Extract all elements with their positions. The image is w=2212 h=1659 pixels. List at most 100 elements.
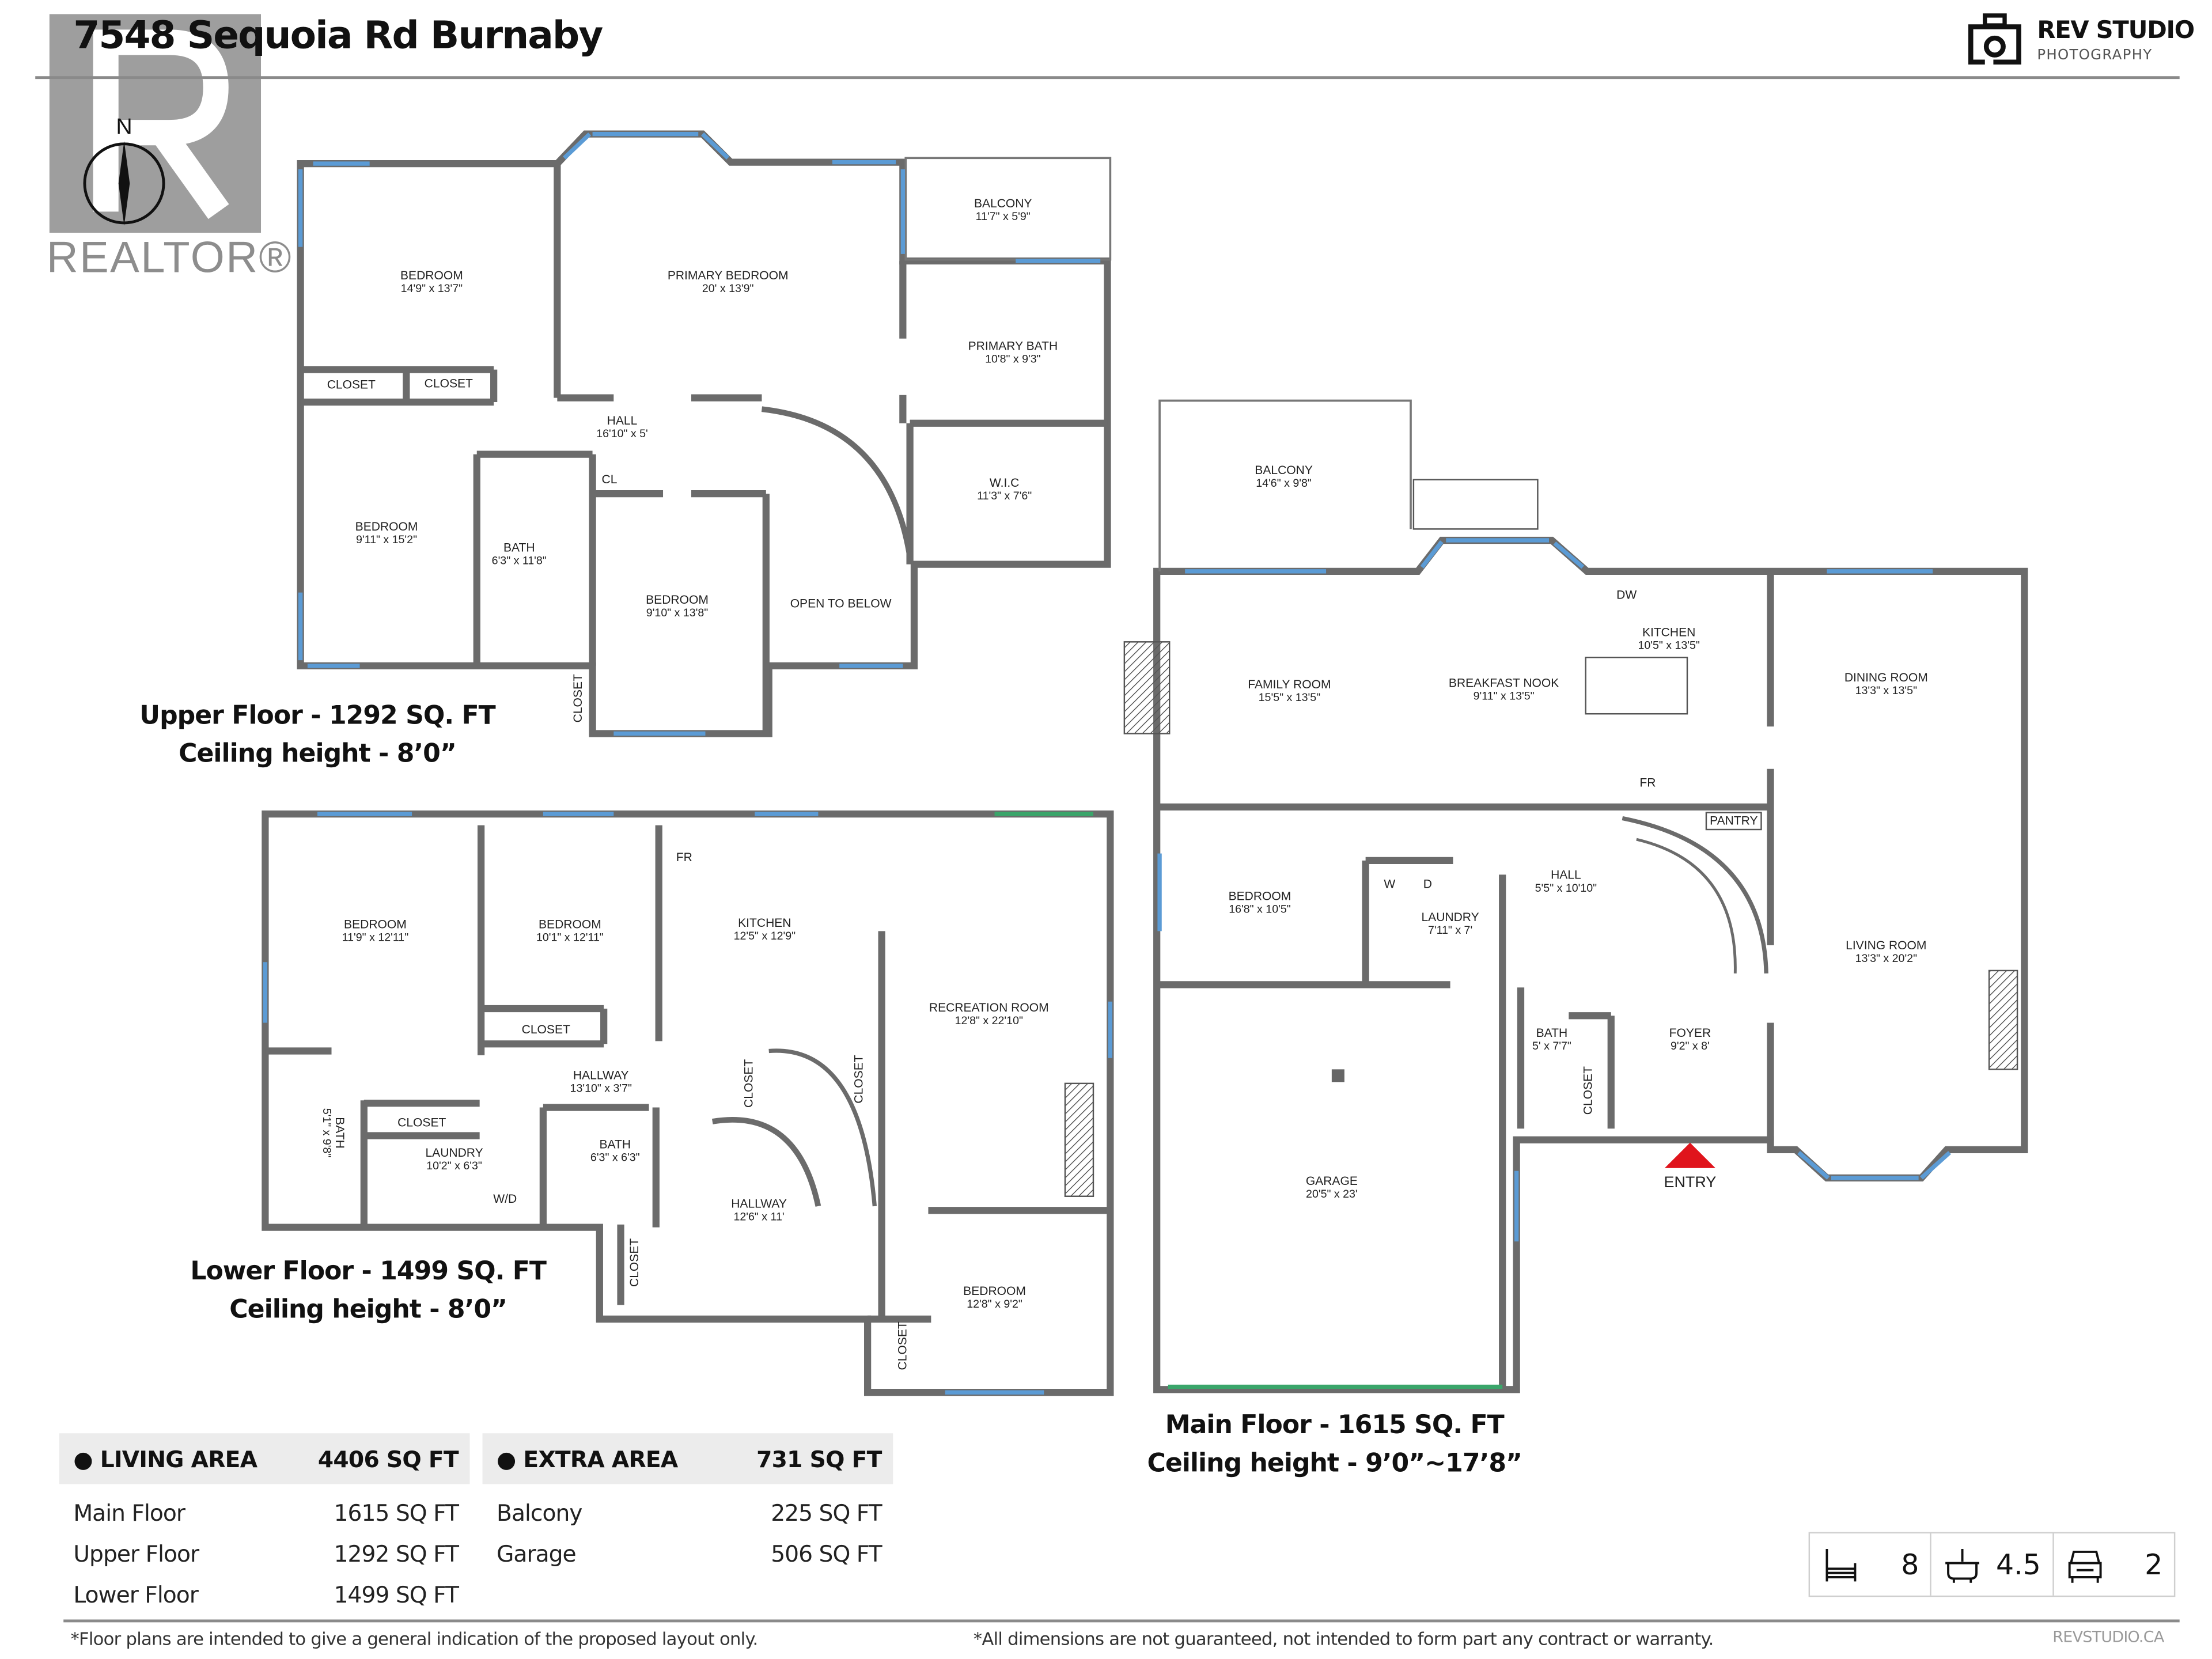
main-windows bbox=[1157, 538, 1951, 1242]
room-name: W/D bbox=[493, 1191, 517, 1206]
room-dims: 20'5" x 23' bbox=[1306, 1188, 1358, 1201]
footer-website-link[interactable]: REVSTUDIO.CA bbox=[2052, 1628, 2164, 1646]
main-dryer: D bbox=[1423, 877, 1432, 891]
room-name: LIVING ROOM bbox=[1846, 938, 1927, 953]
room-name: BEDROOM bbox=[646, 592, 709, 607]
room-dims: 16'10" x 5' bbox=[596, 427, 648, 441]
room-dims: 13'3" x 20'2" bbox=[1855, 952, 1918, 965]
living-area-label-text: LIVING AREA bbox=[100, 1445, 257, 1472]
main-dishwasher: DW bbox=[1616, 588, 1637, 602]
footer-disclaimer-layout: *Floor plans are intended to give a gene… bbox=[70, 1628, 758, 1649]
room-name: FAMILY ROOM bbox=[1248, 677, 1331, 692]
room-dims: 6'3" x 11'8" bbox=[491, 554, 547, 567]
main-fridge: FR bbox=[1639, 776, 1656, 789]
room-name: HALLWAY bbox=[573, 1067, 629, 1082]
row-value: 1615 SQ FT bbox=[334, 1499, 459, 1527]
room-name: BALCONY bbox=[1255, 463, 1313, 477]
main-balcony-stairs bbox=[1412, 479, 1539, 530]
room-name: HALLWAY bbox=[731, 1196, 787, 1211]
room-name: PANTRY bbox=[1710, 813, 1758, 828]
upper-closet-3: CLOSET bbox=[570, 674, 585, 723]
room-name: KITCHEN bbox=[1642, 624, 1696, 639]
camera-logo-icon bbox=[1968, 13, 2021, 65]
main-pantry: PANTRY bbox=[1705, 812, 1762, 831]
main-fireplace-right bbox=[1988, 969, 2018, 1070]
room-name: BATH bbox=[503, 540, 535, 555]
bathtub-icon bbox=[1945, 1549, 1980, 1583]
row-label: Upper Floor bbox=[73, 1540, 199, 1567]
room-dims: 13'3" x 13'5" bbox=[1855, 684, 1918, 697]
room-name: LAUNDRY bbox=[425, 1145, 483, 1160]
main-fireplace-left bbox=[1123, 641, 1171, 734]
room-dims: 20' x 13'9" bbox=[702, 282, 754, 295]
lower-washer-dryer: W/D bbox=[493, 1191, 517, 1206]
realtor-logo-text: REALTOR® bbox=[46, 233, 293, 282]
room-dims: 9'10" x 13'8" bbox=[646, 607, 709, 620]
room-name: CLOSET bbox=[521, 1022, 570, 1036]
room-name: BATH bbox=[332, 1117, 347, 1149]
living-area-total: 4406 SQ FT bbox=[317, 1445, 459, 1472]
lower-fridge: FR bbox=[676, 851, 692, 864]
room-dims: 10'2" x 6'3" bbox=[426, 1160, 482, 1173]
upper-closet-2: CLOSET bbox=[425, 377, 473, 390]
room-name: DINING ROOM bbox=[1844, 670, 1928, 684]
room-dims: 12'6" x 11' bbox=[733, 1210, 785, 1224]
room-dims: 5'5" x 10'10" bbox=[1535, 881, 1597, 895]
room-name: FR bbox=[676, 850, 692, 865]
car-icon bbox=[2067, 1550, 2101, 1583]
room-dims: 10'5" x 13'5" bbox=[1638, 639, 1700, 652]
room-dims: 9'2" x 8' bbox=[1670, 1039, 1710, 1052]
lower-closet-6: CLOSET bbox=[895, 1321, 909, 1370]
room-name: BEDROOM bbox=[1228, 888, 1291, 903]
lower-closet-3: CLOSET bbox=[741, 1059, 755, 1108]
room-name: CLOSET bbox=[570, 674, 585, 723]
room-name: GARAGE bbox=[1305, 1173, 1358, 1188]
room-dims: 14'9" x 13'7" bbox=[400, 282, 463, 295]
extra-area-label: ● EXTRA AREA bbox=[497, 1445, 678, 1472]
upper-floor-ceiling: Ceiling height - 8’0” bbox=[179, 739, 457, 769]
parking-count: 2 bbox=[2145, 1547, 2163, 1582]
room-name: DW bbox=[1616, 588, 1637, 602]
brand-tagline: PHOTOGRAPHY bbox=[2037, 48, 2153, 64]
room-name: W bbox=[1384, 877, 1396, 891]
room-name: PRIMARY BEDROOM bbox=[667, 268, 789, 282]
room-name: BEDROOM bbox=[400, 268, 463, 282]
room-dims: 13'10" x 3'7" bbox=[570, 1082, 632, 1095]
lower-windows bbox=[263, 812, 1113, 1395]
room-name: LAUNDRY bbox=[1421, 910, 1479, 925]
lower-fireplace bbox=[1064, 1082, 1094, 1197]
upper-closet-1: CLOSET bbox=[327, 378, 376, 392]
room-name: HALL bbox=[1551, 868, 1581, 882]
main-washer: W bbox=[1384, 877, 1396, 891]
footer-disclaimer-dimensions: *All dimensions are not guaranteed, not … bbox=[973, 1628, 1714, 1649]
room-dims: 15'5" x 13'5" bbox=[1258, 691, 1321, 704]
upper-balcony-outline bbox=[904, 157, 1112, 261]
room-name: OPEN TO BELOW bbox=[790, 596, 892, 611]
lower-closet-5: CLOSET bbox=[627, 1238, 641, 1287]
row-label: Garage bbox=[497, 1540, 577, 1567]
lower-closet-1: CLOSET bbox=[521, 1022, 570, 1036]
room-dims: 6'3" x 6'3" bbox=[590, 1151, 640, 1164]
